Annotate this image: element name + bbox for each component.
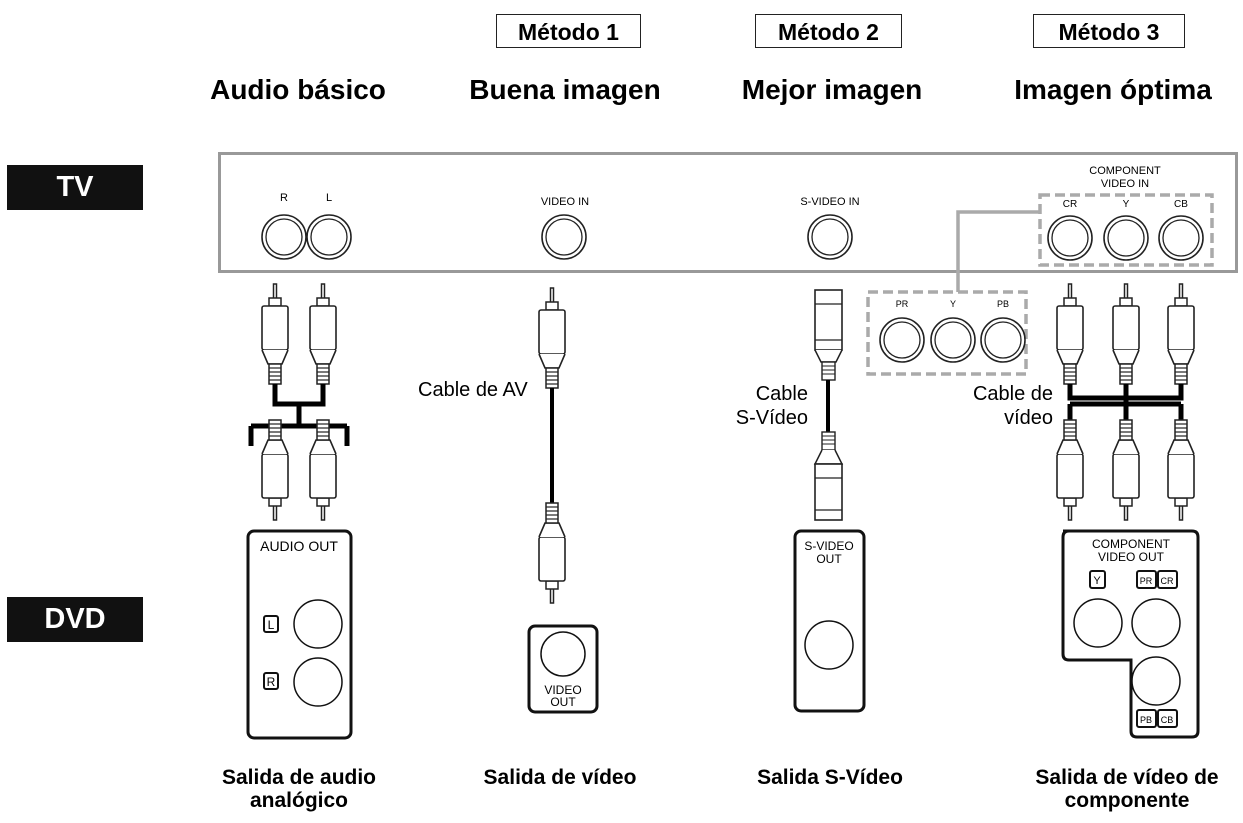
dvd-svideo-out-label-1: S-VIDEO — [804, 539, 853, 553]
tv-component-label-2: VIDEO IN — [1101, 178, 1149, 190]
dvd-audio-out-panel: AUDIO OUT L R — [246, 529, 353, 740]
dvd-video-out-panel: VIDEO OUT — [527, 624, 599, 714]
video-cable-label-1: Cable de — [972, 383, 1053, 405]
dvd-comp-pb-label: PB — [1140, 715, 1152, 725]
tv-cb-label: CB — [1174, 199, 1188, 210]
alt-pb-label: PB — [997, 299, 1009, 309]
bottom-label-video: Salida de vídeo — [484, 766, 637, 789]
audio-cable — [248, 283, 350, 520]
alt-y-label: Y — [950, 299, 956, 309]
alt-component-jacks: PR Y PB — [866, 210, 1040, 376]
tv-back-panel: R L VIDEO IN S-VIDEO IN COMPONENT VIDEO … — [218, 152, 1238, 273]
tv-cr-label: CR — [1063, 199, 1077, 210]
bottom-label-svideo: Salida S-Vídeo — [757, 766, 903, 789]
bottom-label-audio: Salida de audio analógico — [222, 766, 376, 812]
column-title-audio: Audio básico — [210, 74, 386, 105]
component-cable — [1056, 283, 1195, 520]
tv-svideo-in-label: S-VIDEO IN — [800, 196, 859, 208]
column-title-better: Mejor imagen — [741, 74, 923, 105]
bottom-label-component-line1: Salida de vídeo de — [1035, 766, 1219, 789]
svideo-cable — [813, 289, 844, 521]
dvd-comp-out-label-2: VIDEO OUT — [1098, 550, 1165, 564]
bottom-label-audio-line1: Salida de audio — [221, 766, 377, 789]
tv-r-label: R — [280, 192, 288, 204]
alt-pr-label: PR — [896, 299, 909, 309]
dvd-video-out-label-1: VIDEO — [544, 683, 581, 697]
tv-video-in-label: VIDEO IN — [541, 196, 589, 208]
bottom-label-svideo-line1: Salida S-Vídeo — [757, 766, 903, 789]
tv-l-label: L — [326, 192, 332, 204]
tv-component-label-1: COMPONENT — [1089, 165, 1161, 177]
bottom-label-audio-line2: analógico — [249, 789, 349, 812]
dvd-audio-r-label: R — [267, 675, 276, 689]
dvd-component-out-panel: COMPONENT VIDEO OUT Y PR CR PB CB — [1061, 529, 1200, 739]
method-3-box: Método 3 — [1033, 14, 1185, 48]
video-cable-label-2: vídeo — [1004, 407, 1053, 429]
svideo-cable-label-2: S-Vídeo — [735, 407, 808, 429]
tv-label: TV — [7, 165, 143, 210]
av-cable-label: Cable de AV — [418, 379, 528, 401]
bottom-label-component: Salida de vídeo de componente — [1035, 766, 1218, 812]
method-1-box: Método 1 — [496, 14, 641, 48]
bottom-label-video-line1: Salida de vídeo — [483, 766, 637, 789]
dvd-audio-l-label: L — [268, 618, 275, 632]
dvd-comp-cb-label: CB — [1161, 715, 1174, 725]
column-title-good: Buena imagen — [469, 74, 661, 105]
dvd-label: DVD — [7, 597, 143, 642]
tv-y-label: Y — [1123, 199, 1130, 210]
dvd-audio-out-label: AUDIO OUT — [260, 538, 338, 554]
bottom-label-component-line2: componente — [1064, 789, 1190, 812]
svideo-cable-label-1: Cable — [755, 383, 808, 405]
column-title-best: Imagen óptima — [1014, 74, 1212, 105]
dvd-comp-y-label: Y — [1093, 575, 1101, 587]
dvd-comp-cr-label: CR — [1161, 576, 1174, 586]
dvd-comp-pr-label: PR — [1140, 576, 1153, 586]
dvd-comp-out-label-1: COMPONENT — [1092, 537, 1171, 551]
av-cable — [538, 287, 566, 603]
dvd-svideo-out-label-2: OUT — [816, 552, 842, 566]
method-2-box: Método 2 — [755, 14, 902, 48]
dvd-svideo-out-panel: S-VIDEO OUT — [793, 529, 866, 713]
dvd-video-out-label-2: OUT — [550, 695, 576, 709]
